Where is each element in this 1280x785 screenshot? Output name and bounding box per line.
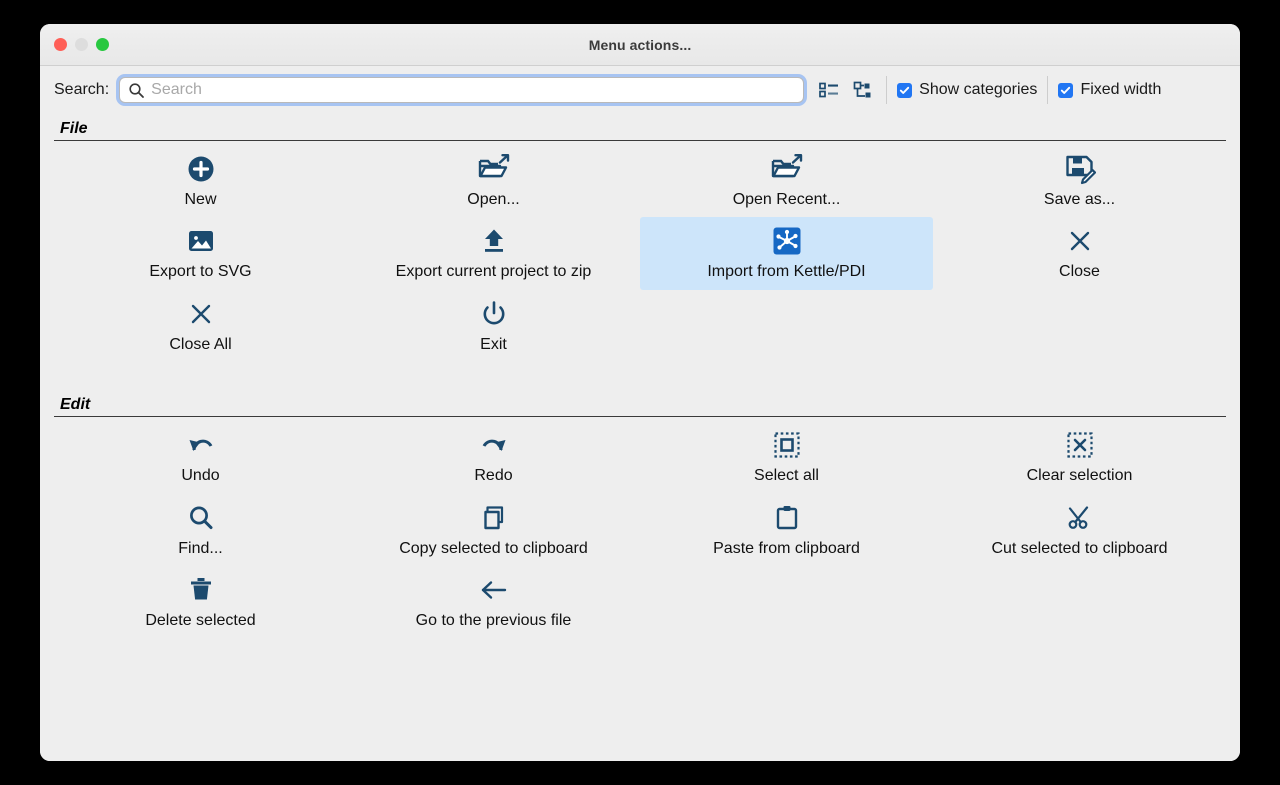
action-delete-selected[interactable]: Delete selected (54, 566, 347, 638)
action-label: Save as... (1043, 191, 1116, 208)
grid-filler (933, 566, 1226, 638)
action-cut-to-clipboard[interactable]: Cut selected to clipboard (933, 494, 1226, 566)
section-rule-edit (54, 416, 1226, 418)
action-label: Export to SVG (149, 263, 252, 281)
action-save-as[interactable]: Save as... (933, 145, 1226, 217)
floppy-pencil-icon (1064, 153, 1096, 185)
action-close[interactable]: Close (933, 217, 1226, 289)
action-redo[interactable]: Redo (347, 421, 640, 493)
copy-icon (480, 502, 508, 534)
upload-icon (480, 225, 508, 257)
action-undo[interactable]: Undo (54, 421, 347, 493)
action-label: Close All (169, 335, 232, 353)
action-label: Paste from clipboard (713, 539, 860, 557)
action-exit[interactable]: Exit (347, 290, 640, 362)
action-label: Open... (467, 191, 520, 208)
action-copy-to-clipboard[interactable]: Copy selected to clipboard (347, 494, 640, 566)
clear-selection-icon (1066, 429, 1094, 461)
search-icon (128, 82, 145, 99)
action-label: New (184, 191, 217, 208)
search-label: Search: (54, 81, 110, 98)
minimize-window-button[interactable] (75, 38, 88, 51)
action-label: Import from Kettle/PDI (707, 263, 866, 281)
grid-filler (640, 290, 933, 362)
action-label: Delete selected (145, 611, 256, 629)
search-toolbar: Search: (40, 66, 1240, 114)
search-field-wrapper[interactable] (116, 74, 808, 106)
action-open[interactable]: Open... (347, 145, 640, 217)
fixed-width-checkbox[interactable]: Fixed width (1058, 81, 1161, 99)
search-input[interactable] (151, 81, 804, 99)
action-label: Exit (480, 335, 507, 353)
section-title-edit: Edit (60, 396, 91, 414)
power-icon (480, 298, 508, 330)
action-paste-from-clipboard[interactable]: Paste from clipboard (640, 494, 933, 566)
search-field[interactable] (119, 77, 805, 103)
actions-body: File New (40, 114, 1240, 761)
trash-icon (188, 574, 214, 606)
window-title: Menu actions... (588, 36, 692, 53)
kettle-node-graph-icon (772, 225, 802, 257)
action-label: Open Recent... (732, 191, 841, 208)
file-actions-grid: New Open... (54, 145, 1226, 362)
tree-view-icon[interactable] (850, 77, 876, 103)
section-title-file: File (60, 120, 88, 137)
image-icon (187, 225, 215, 257)
view-mode-buttons (816, 77, 876, 103)
action-export-to-svg[interactable]: Export to SVG (54, 217, 347, 289)
action-label: Find... (178, 539, 223, 557)
action-label: Close (1059, 263, 1100, 281)
checkbox-checked-icon (1058, 82, 1074, 98)
list-view-icon[interactable] (816, 77, 842, 103)
zoom-window-button[interactable] (96, 38, 109, 51)
scissors-icon (1066, 502, 1094, 534)
action-go-previous-file[interactable]: Go to the previous file (347, 566, 640, 638)
redo-arrow-icon (479, 429, 509, 461)
action-label: Copy selected to clipboard (399, 539, 588, 557)
close-window-button[interactable] (54, 38, 67, 51)
show-categories-label: Show categories (919, 81, 1038, 98)
action-close-all[interactable]: Close All (54, 290, 347, 362)
folder-open-arrow-icon (477, 153, 511, 185)
action-label: Select all (754, 467, 819, 485)
undo-arrow-icon (186, 429, 216, 461)
action-label: Undo (181, 467, 220, 485)
close-x-icon (1067, 225, 1093, 257)
action-label: Redo (474, 467, 513, 485)
action-label: Go to the previous file (415, 611, 572, 629)
grid-filler (640, 566, 933, 638)
plus-circle-icon (186, 153, 216, 185)
toolbar-separator-2 (1047, 76, 1049, 104)
action-export-project-zip[interactable]: Export current project to zip (347, 217, 640, 289)
clipboard-icon (773, 502, 801, 534)
toolbar-separator-1 (886, 76, 888, 104)
grid-filler (933, 290, 1226, 362)
action-clear-selection[interactable]: Clear selection (933, 421, 1226, 493)
folder-open-arrow-icon (770, 153, 804, 185)
window-controls (54, 24, 109, 65)
action-find[interactable]: Find... (54, 494, 347, 566)
menu-actions-window: Menu actions... Search: (40, 24, 1240, 761)
action-open-recent[interactable]: Open Recent... (640, 145, 933, 217)
action-label: Cut selected to clipboard (991, 539, 1168, 557)
show-categories-checkbox[interactable]: Show categories (897, 81, 1037, 99)
action-select-all[interactable]: Select all (640, 421, 933, 493)
action-label: Clear selection (1026, 467, 1133, 485)
action-new[interactable]: New (54, 145, 347, 217)
magnifier-icon (187, 502, 215, 534)
section-rule-file (54, 140, 1226, 141)
action-import-kettle-pdi[interactable]: Import from Kettle/PDI (640, 217, 933, 290)
action-label: Export current project to zip (395, 263, 592, 281)
window-titlebar: Menu actions... (40, 24, 1240, 66)
edit-actions-grid: Undo Redo (54, 421, 1226, 638)
select-all-icon (773, 429, 801, 461)
close-x-icon (188, 298, 214, 330)
section-spacer (54, 362, 1226, 390)
fixed-width-label: Fixed width (1080, 81, 1162, 98)
arrow-left-icon (479, 574, 509, 606)
checkbox-checked-icon (897, 82, 913, 98)
